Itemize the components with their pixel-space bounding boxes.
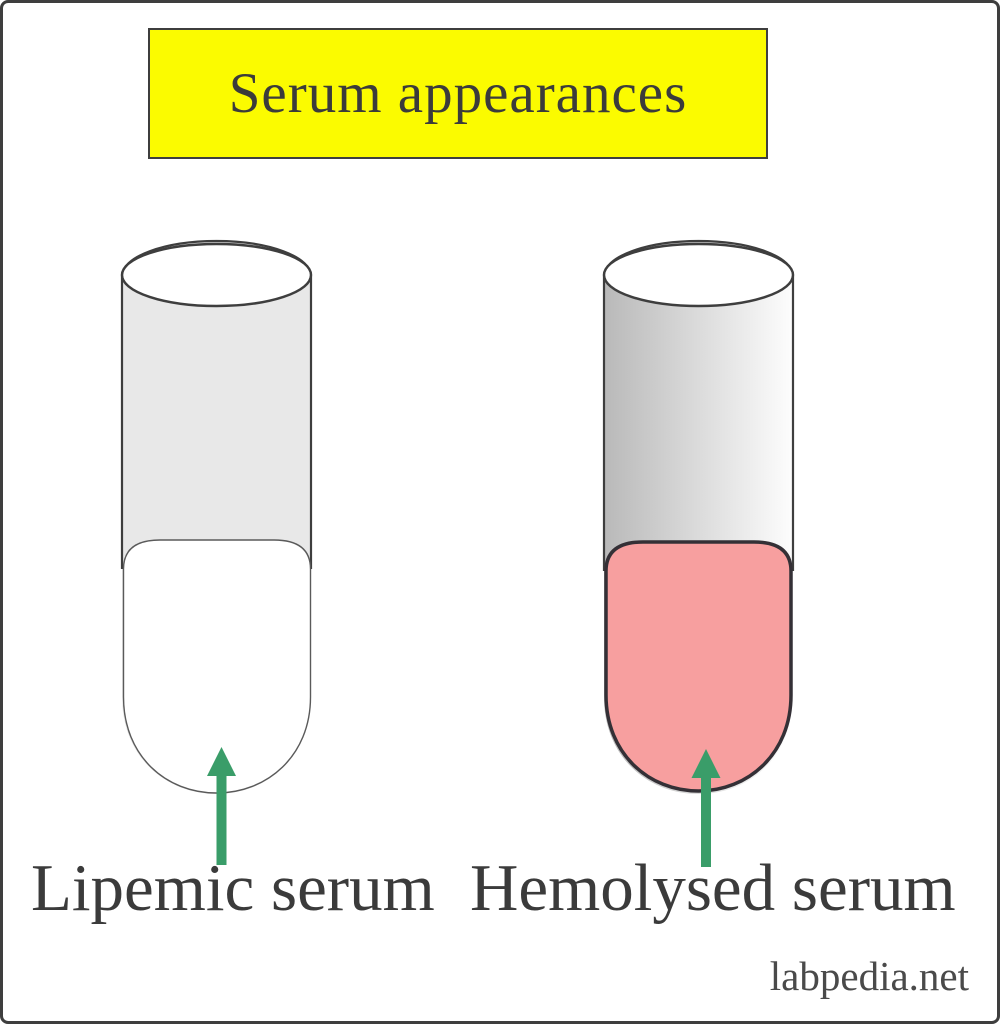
- lipemic-serum-fill: [122, 539, 312, 794]
- hemolysed-arrow: [691, 749, 721, 867]
- hemolysed-serum-label: Hemolysed serum: [470, 851, 956, 925]
- lipemic-arrow: [207, 747, 236, 865]
- hemolysed-serum-fill: [604, 540, 793, 793]
- watermark-labpedia: labpedia.net: [769, 953, 969, 999]
- hemolysed-tube-opening: [602, 242, 795, 308]
- tubes-illustration: [120, 239, 795, 867]
- lipemic-serum-label: Lipemic serum: [31, 851, 435, 925]
- figure-title: Serum appearances: [228, 62, 688, 125]
- lipemic-tube-opening: [120, 242, 313, 308]
- figure-title-box: Serum appearances: [148, 28, 768, 159]
